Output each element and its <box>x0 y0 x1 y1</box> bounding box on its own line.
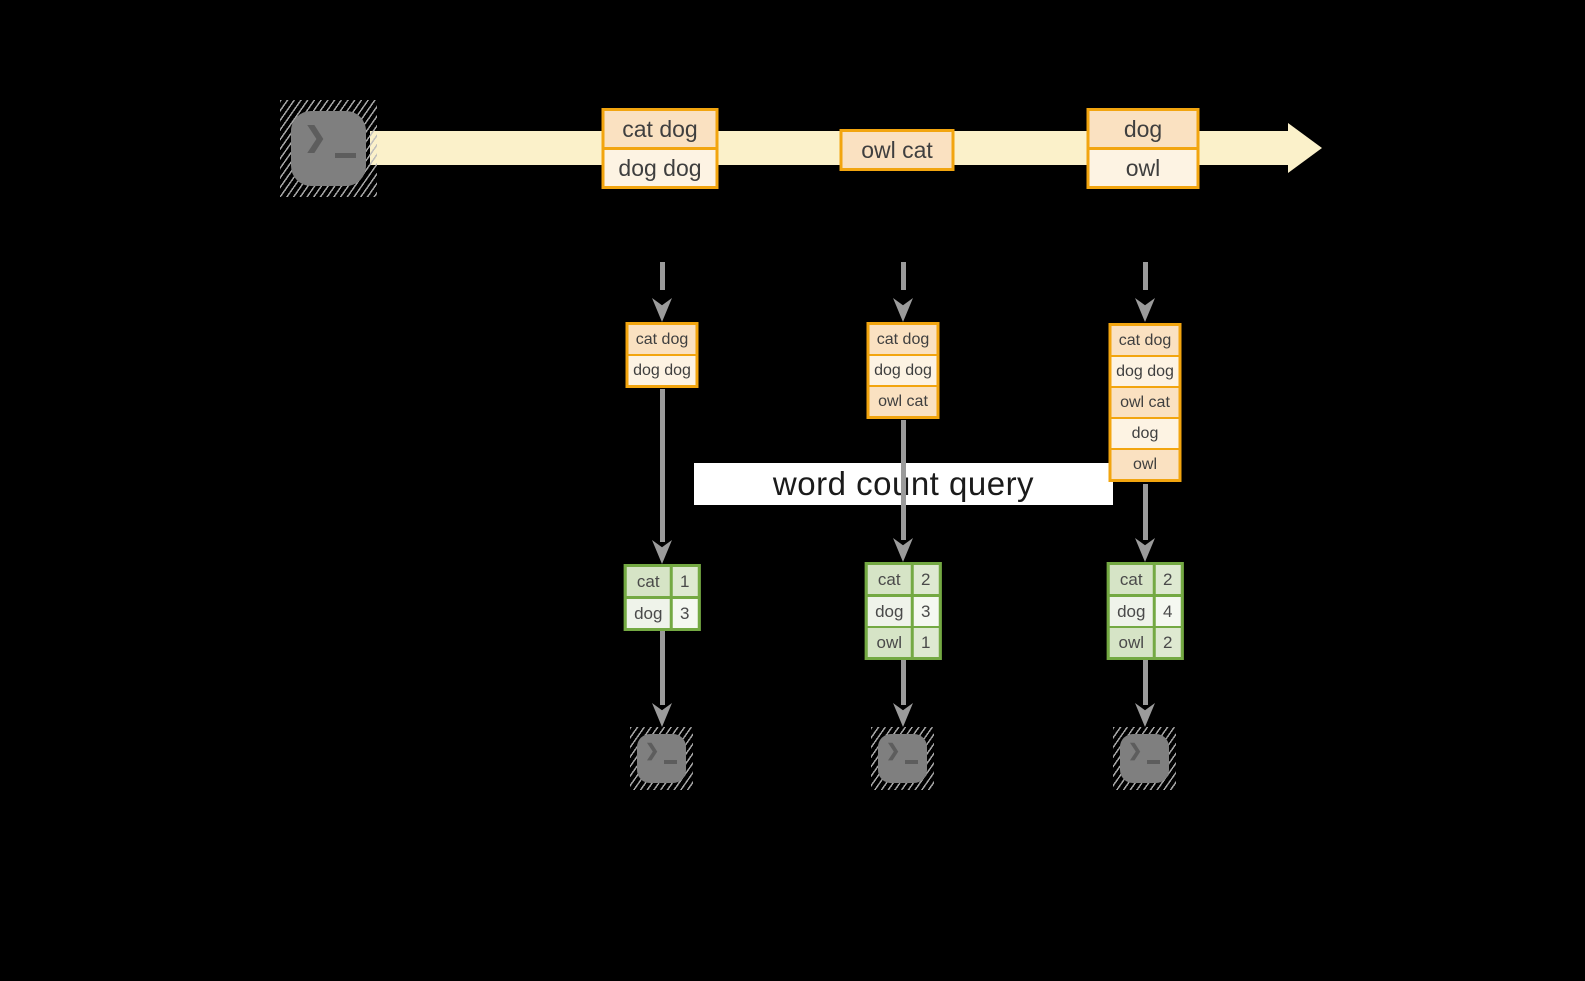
connector-line <box>659 389 665 542</box>
count-row: cat 2 <box>1109 565 1181 594</box>
count-cell: 2 <box>1155 565 1181 594</box>
connector-line <box>1142 484 1148 540</box>
state-row: owl <box>1111 448 1179 479</box>
state-row: dog dog <box>628 354 696 385</box>
dashed-down-arrow <box>1135 262 1155 322</box>
down-arrowhead-icon <box>1135 298 1155 322</box>
down-arrowhead-icon <box>652 540 672 564</box>
event-row: cat dog <box>604 111 716 147</box>
dashed-down-arrow <box>893 262 913 322</box>
count-cell: 3 <box>913 596 939 626</box>
count-cell: 1 <box>913 628 939 657</box>
down-arrowhead-icon <box>652 703 672 727</box>
connector-arrow <box>893 660 913 727</box>
terminal-icon: ❯ <box>1113 727 1176 790</box>
count-row: dog 4 <box>1109 596 1181 626</box>
word-cell: dog <box>867 596 911 626</box>
event-row: dog dog <box>604 147 716 186</box>
down-arrowhead-icon <box>1135 703 1155 727</box>
word-cell: dog <box>1109 596 1153 626</box>
count-row: dog 3 <box>626 598 698 628</box>
terminal-prompt-icon: ❯ <box>1128 741 1143 760</box>
dash-segment <box>659 262 665 290</box>
count-row: cat 2 <box>867 565 939 594</box>
event-row: owl <box>1089 147 1197 186</box>
terminal-icon: ❯ <box>280 100 377 197</box>
word-cell: cat <box>626 567 670 596</box>
connector-line <box>1142 660 1148 705</box>
stream-arrowhead-icon <box>1288 123 1322 173</box>
connector-line <box>900 660 906 705</box>
connector-arrow <box>1135 484 1155 562</box>
word-cell: dog <box>626 598 670 628</box>
count-table-2: cat 2 dog 3 owl 1 <box>864 562 942 660</box>
state-row: cat dog <box>869 325 937 354</box>
down-arrowhead-icon <box>1135 538 1155 562</box>
count-cell: 2 <box>913 565 939 594</box>
connector-arrow <box>1135 660 1155 727</box>
state-row: cat dog <box>1111 326 1179 355</box>
count-table-3: cat 2 dog 4 owl 2 <box>1106 562 1184 660</box>
state-row: dog <box>1111 417 1179 448</box>
terminal-cursor-icon <box>905 760 918 764</box>
count-row: owl 2 <box>1109 628 1181 657</box>
word-cell: owl <box>1109 628 1153 657</box>
down-arrowhead-icon <box>893 298 913 322</box>
event-row: dog <box>1089 111 1197 147</box>
word-cell: cat <box>867 565 911 594</box>
connector-line <box>900 420 906 540</box>
word-cell: owl <box>867 628 911 657</box>
count-cell: 1 <box>672 567 698 596</box>
terminal-body: ❯ <box>878 734 927 783</box>
count-table-1: cat 1 dog 3 <box>623 564 701 631</box>
count-row: owl 1 <box>867 628 939 657</box>
count-row: cat 1 <box>626 567 698 596</box>
down-arrowhead-icon <box>893 703 913 727</box>
terminal-cursor-icon <box>335 153 356 158</box>
terminal-prompt-icon: ❯ <box>886 741 901 760</box>
terminal-cursor-icon <box>664 760 677 764</box>
dash-segment <box>1142 262 1148 290</box>
terminal-cursor-icon <box>1147 760 1160 764</box>
terminal-icon: ❯ <box>630 727 693 790</box>
terminal-body: ❯ <box>291 111 366 186</box>
terminal-prompt-icon: ❯ <box>645 741 660 760</box>
state-row: owl cat <box>1111 386 1179 417</box>
state-row: cat dog <box>628 325 696 354</box>
connector-arrow <box>893 420 913 562</box>
down-arrowhead-icon <box>893 538 913 562</box>
connector-arrow <box>652 630 672 727</box>
stream-batch-box-2: owl cat <box>839 129 955 171</box>
down-arrowhead-icon <box>652 298 672 322</box>
count-cell: 3 <box>672 598 698 628</box>
terminal-icon: ❯ <box>871 727 934 790</box>
terminal-prompt-icon: ❯ <box>304 122 327 152</box>
dashed-down-arrow <box>652 262 672 322</box>
dash-segment <box>900 262 906 290</box>
terminal-body: ❯ <box>1120 734 1169 783</box>
state-row: dog dog <box>1111 355 1179 386</box>
state-row: dog dog <box>869 354 937 385</box>
terminal-body: ❯ <box>637 734 686 783</box>
event-row: owl cat <box>842 132 952 168</box>
count-cell: 4 <box>1155 596 1181 626</box>
count-row: dog 3 <box>867 596 939 626</box>
count-cell: 2 <box>1155 628 1181 657</box>
word-cell: cat <box>1109 565 1153 594</box>
state-row: owl cat <box>869 385 937 416</box>
connector-arrow <box>652 389 672 564</box>
connector-line <box>659 630 665 705</box>
